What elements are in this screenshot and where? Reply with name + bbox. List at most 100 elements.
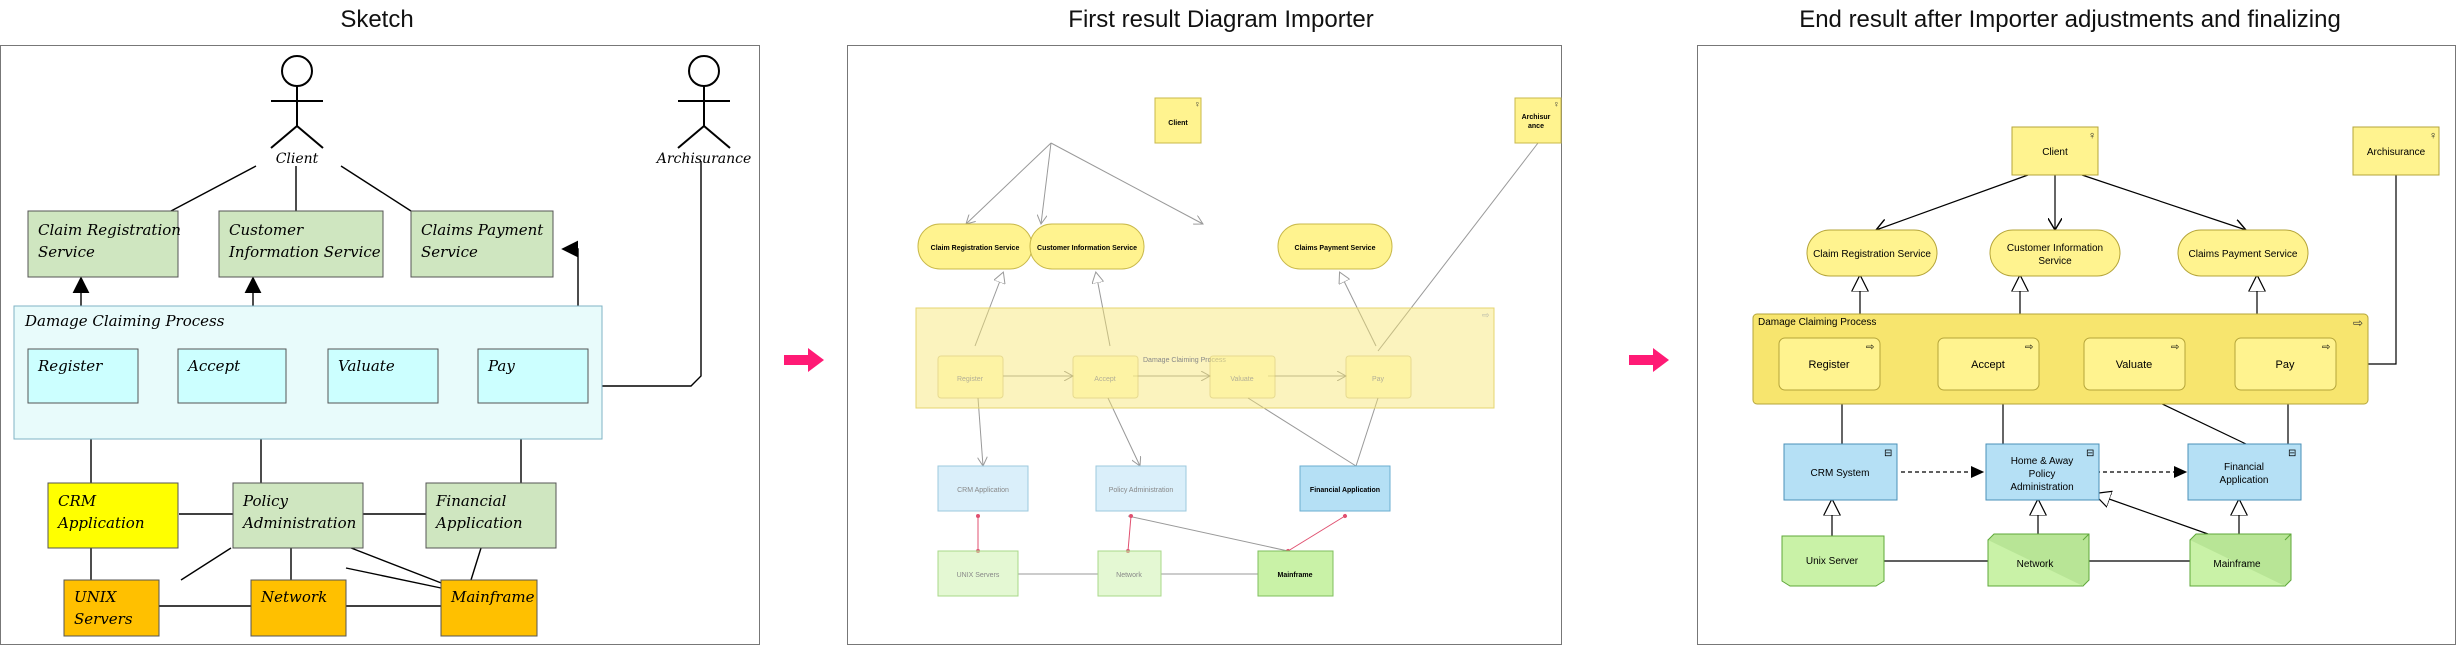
er-unix-label: Unix Server bbox=[1806, 556, 1859, 567]
network-node[interactable] bbox=[250, 579, 347, 637]
er-step-register[interactable] bbox=[1778, 337, 1881, 391]
er-network-label: Network bbox=[2017, 559, 2055, 570]
claim-registration-service[interactable] bbox=[27, 210, 179, 278]
er-process-group[interactable] bbox=[1752, 313, 2369, 405]
fr-step-register-label: Register bbox=[957, 376, 984, 383]
fr-archisurance-actor[interactable] bbox=[1514, 97, 1562, 144]
policy-administration[interactable] bbox=[232, 482, 364, 549]
fr-client-label: Client bbox=[1168, 120, 1188, 127]
claims-payment-line1: Claims Payment bbox=[421, 221, 544, 239]
first-result-panel: ♀ Client ♀ Archisur ance Claim Registrat… bbox=[847, 45, 1562, 645]
crm-line1: CRM bbox=[58, 492, 97, 510]
financial-line2: Application bbox=[434, 514, 523, 532]
er-crm-label: CRM System bbox=[1811, 468, 1870, 479]
er-step-accept-icon: ⇨ bbox=[2025, 342, 2033, 353]
er-financial-icon: ⊟ bbox=[2288, 448, 2296, 459]
fr-archisurance-line2: ance bbox=[1528, 123, 1544, 130]
er-financial-line2: Application bbox=[2220, 475, 2269, 486]
client-actor bbox=[270, 55, 324, 149]
network-label: Network bbox=[260, 588, 327, 606]
er-process-group-label: Damage Claiming Process bbox=[1758, 317, 1876, 328]
er-client-label: Client bbox=[2042, 147, 2068, 158]
fr-step-valuate-label: Valuate bbox=[1230, 376, 1253, 383]
er-archisurance-actor[interactable] bbox=[2352, 126, 2440, 176]
er-financial-line1: Financial bbox=[2224, 462, 2264, 473]
step-register[interactable] bbox=[27, 348, 139, 404]
fr-step-accept[interactable] bbox=[1072, 355, 1139, 399]
transition-arrow-2 bbox=[1629, 348, 1669, 372]
er-step-accept[interactable] bbox=[1937, 337, 2040, 391]
er-archisurance-icon: ♀ bbox=[2429, 130, 2437, 142]
er-financial-application[interactable] bbox=[2187, 443, 2302, 501]
customer-information-service[interactable] bbox=[218, 210, 384, 278]
archisurance-actor bbox=[677, 55, 731, 149]
claim-registration-line2: Service bbox=[38, 243, 95, 261]
end-result-panel: ♀ Client ♀ Archisurance Claim Registrati… bbox=[1697, 45, 2456, 645]
er-crm-system[interactable] bbox=[1783, 443, 1898, 501]
fr-archisurance-line1: Archisur bbox=[1522, 114, 1551, 121]
er-client-icon: ♀ bbox=[2088, 130, 2096, 142]
er-mainframe-node[interactable] bbox=[2189, 533, 2292, 587]
er-mainframe-label: Mainframe bbox=[2213, 559, 2261, 570]
financial-application[interactable] bbox=[425, 482, 557, 549]
mainframe-node[interactable] bbox=[440, 579, 538, 637]
er-policy-line1: Home & Away bbox=[2011, 456, 2074, 467]
process-group-label: Damage Claiming Process bbox=[24, 312, 225, 330]
claims-payment-service[interactable] bbox=[410, 210, 554, 278]
first-result-canvas: ♀ Client ♀ Archisur ance Claim Registrat… bbox=[915, 97, 1562, 597]
fr-step-accept-label: Accept bbox=[1094, 376, 1115, 383]
er-customer-info-line2: Service bbox=[2038, 256, 2072, 267]
sketch-panel: Client Archisurance Claim Registration S… bbox=[0, 45, 760, 645]
fr-mainframe[interactable] bbox=[1257, 550, 1334, 597]
crm-line2: Application bbox=[56, 514, 145, 532]
fr-financial-application[interactable] bbox=[1299, 465, 1391, 512]
fr-claims-payment-label: Claims Payment Service bbox=[1295, 245, 1376, 252]
er-unix-server[interactable] bbox=[1781, 535, 1885, 587]
financial-line1: Financial bbox=[435, 492, 507, 510]
er-step-pay-label: Pay bbox=[2276, 359, 2295, 371]
er-policy-line3: Administration bbox=[2010, 482, 2073, 493]
fr-step-valuate[interactable] bbox=[1209, 355, 1276, 399]
fr-crm-application[interactable] bbox=[937, 465, 1029, 512]
unix-line2: Servers bbox=[74, 610, 133, 628]
step-valuate-label: Valuate bbox=[338, 357, 395, 375]
er-claim-registration-service[interactable] bbox=[1806, 229, 1938, 277]
step-register-label: Register bbox=[37, 357, 103, 375]
er-policy-administration[interactable] bbox=[1985, 443, 2100, 501]
er-network-node[interactable] bbox=[1987, 533, 2090, 587]
crm-application[interactable] bbox=[47, 482, 179, 549]
er-archisurance-label: Archisurance bbox=[2367, 147, 2426, 158]
er-crm-icon: ⊟ bbox=[1884, 448, 1892, 459]
er-client-actor[interactable] bbox=[2011, 126, 2099, 176]
fr-policy-administration[interactable] bbox=[1095, 465, 1187, 512]
customer-info-line2: Information Service bbox=[228, 243, 381, 261]
fr-unix-servers[interactable] bbox=[937, 550, 1019, 597]
er-customer-info-line1: Customer Information bbox=[2007, 243, 2103, 254]
fr-client-actor[interactable] bbox=[1154, 97, 1202, 144]
er-customer-info-service[interactable] bbox=[1989, 229, 2121, 277]
er-claim-registration-label: Claim Registration Service bbox=[1813, 249, 1931, 260]
archisurance-label: Archisurance bbox=[655, 151, 752, 167]
fr-step-pay[interactable] bbox=[1345, 355, 1412, 399]
client-label: Client bbox=[276, 151, 319, 167]
claim-registration-line1: Claim Registration bbox=[38, 221, 181, 239]
er-process-group-icon: ⇨ bbox=[2353, 316, 2363, 330]
first-result-title: First result Diagram Importer bbox=[1068, 6, 1374, 33]
transition-arrow-1 bbox=[784, 348, 824, 372]
fr-crm-label: CRM Application bbox=[957, 487, 1009, 494]
policy-line1: Policy bbox=[242, 492, 289, 510]
fr-claims-payment-service[interactable] bbox=[1277, 223, 1393, 270]
step-accept[interactable] bbox=[177, 348, 287, 404]
fr-network[interactable] bbox=[1097, 550, 1162, 597]
fr-step-register[interactable] bbox=[937, 355, 1004, 399]
er-step-pay[interactable] bbox=[2234, 337, 2337, 391]
er-claims-payment-service[interactable] bbox=[2177, 229, 2309, 277]
er-claims-payment-label: Claims Payment Service bbox=[2189, 249, 2298, 260]
fr-network-label: Network bbox=[1116, 572, 1142, 579]
fr-customer-info-service[interactable] bbox=[1029, 223, 1145, 270]
er-step-valuate[interactable] bbox=[2083, 337, 2186, 391]
step-valuate[interactable] bbox=[327, 348, 439, 404]
step-pay[interactable] bbox=[477, 348, 589, 404]
fr-customer-info-label: Customer Information Service bbox=[1037, 245, 1137, 252]
unix-servers[interactable] bbox=[63, 579, 160, 637]
